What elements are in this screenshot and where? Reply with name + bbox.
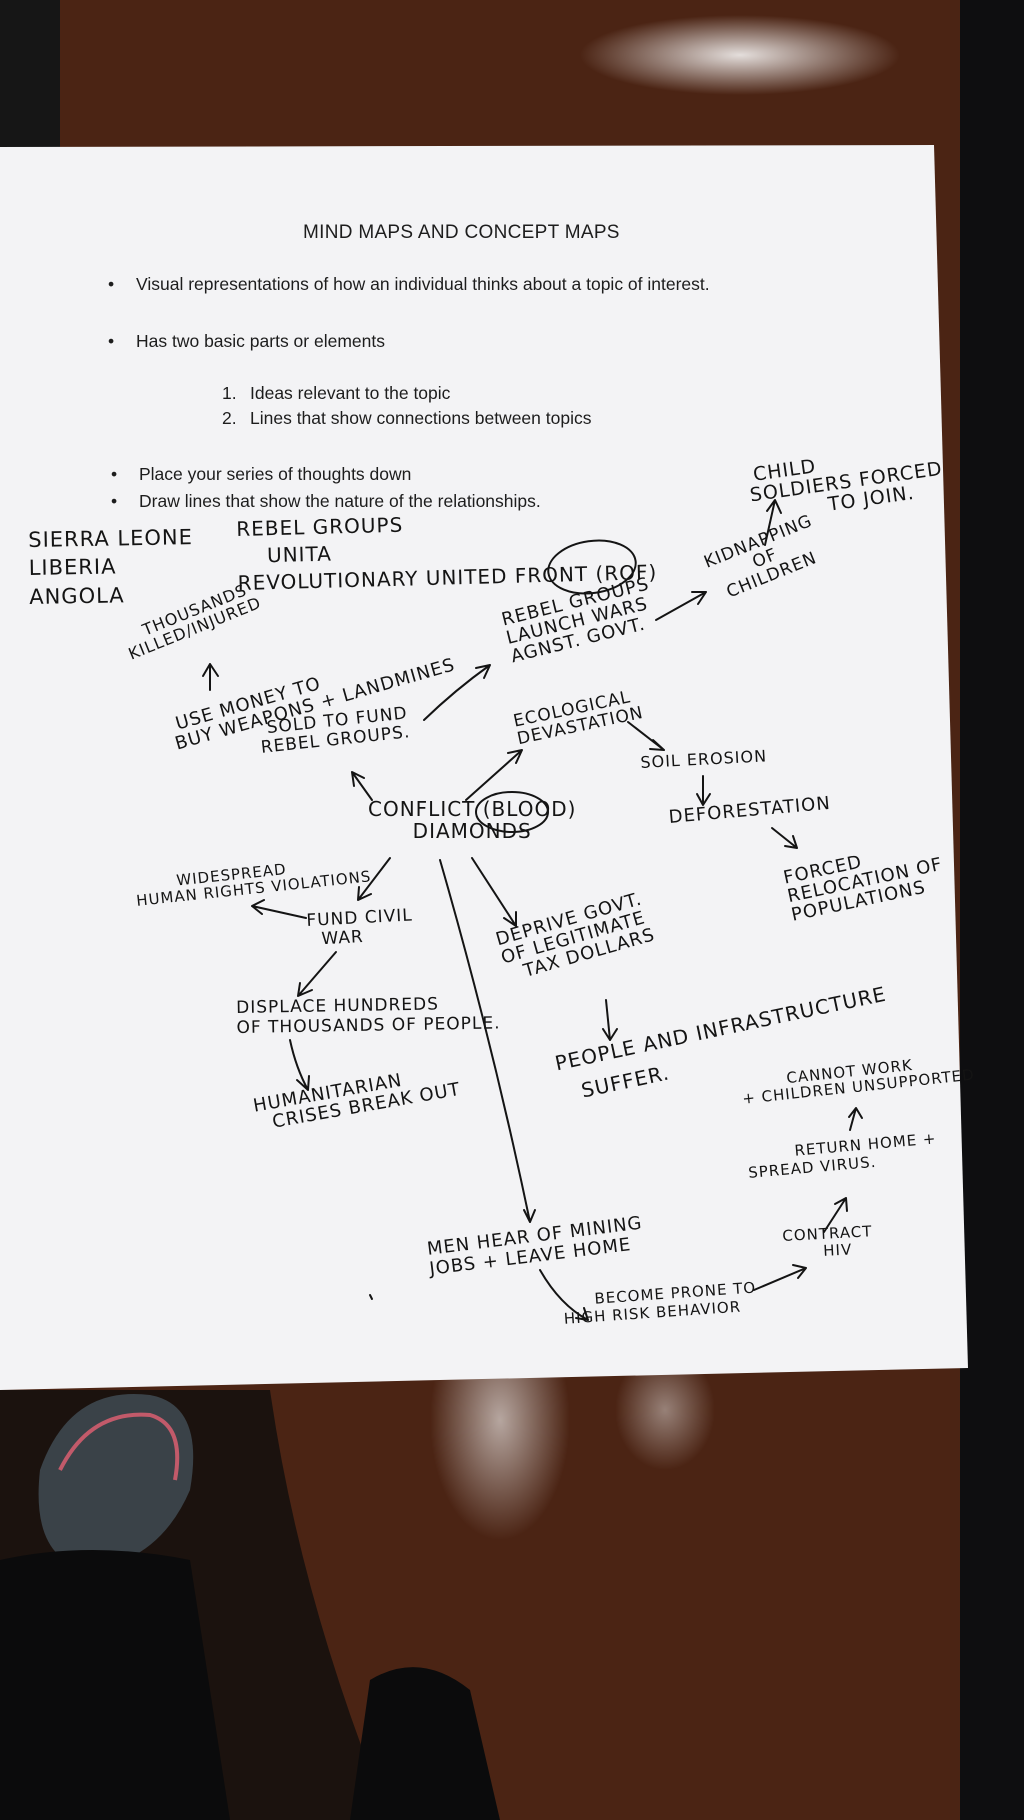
arrow-contract-to-return <box>823 1197 848 1233</box>
arrow-deprive-to-suffer <box>602 999 618 1041</box>
shoe-sole <box>58 1412 180 1481</box>
arrow-high-risk-to-contract <box>753 1264 807 1291</box>
numbered-1-text: Ideas relevant to the topic <box>250 383 451 403</box>
blood-circle <box>475 791 549 833</box>
arrow-center-to-civil-war <box>357 857 391 901</box>
arrow-weapons-to-killed <box>202 663 219 691</box>
arrow-center-to-ecological <box>465 749 523 801</box>
arrow-sold-to-rebel-wars <box>423 664 491 721</box>
country-sierra-leone: SIERRA LEONE <box>28 525 194 552</box>
glare-bottom-right <box>615 1350 715 1470</box>
pant-leg <box>0 1550 230 1820</box>
shoe <box>38 1393 194 1570</box>
ink-dot <box>369 1294 373 1300</box>
arrow-mining-to-high-risk <box>539 1269 589 1321</box>
note-countries: SIERRA LEONE LIBERIA ANGOLA <box>28 523 194 611</box>
arrow-civil-to-displace <box>297 951 337 997</box>
bullet-visual-representations: Visual representations of how an individ… <box>108 274 710 295</box>
note-displace: DISPLACE HUNDREDS OF THOUSANDS OF PEOPLE… <box>236 993 501 1038</box>
glare-top <box>580 15 900 95</box>
arrow-kidnapping-to-child <box>764 499 782 546</box>
center-line-1: CONFLICT (BLOOD) <box>368 797 577 821</box>
arrow-deforestation-to-relocation <box>771 827 798 849</box>
note-civil-war: FUND CIVIL WAR <box>306 905 414 949</box>
arrow-ecological-to-soil <box>627 721 665 751</box>
numbered-2-num: 2. <box>222 408 237 428</box>
arrow-return-to-cannot-work <box>848 1107 863 1131</box>
bullet-draw-lines: Draw lines that show the nature of the r… <box>111 491 541 512</box>
arrow-center-to-mining <box>439 859 536 1223</box>
note-center-conflict-diamonds: CONFLICT (BLOOD) DIAMONDS <box>368 798 576 842</box>
note-contract: CONTRACT HIV <box>782 1222 874 1261</box>
contract-line-2: HIV <box>822 1239 853 1260</box>
paper-sheet <box>0 145 968 1390</box>
arrow-center-to-deprive <box>471 857 517 927</box>
arrow-rebel-to-kidnapping <box>655 591 707 621</box>
bullet-two-parts: Has two basic parts or elements <box>108 331 385 352</box>
note-rebel-groups: REBEL GROUPS UNITA REVOLUTIONARY UNITED … <box>236 505 658 597</box>
pant-leg-2 <box>350 1667 500 1820</box>
arrow-center-to-sold <box>351 771 373 801</box>
center-line-2: DIAMONDS <box>412 819 532 843</box>
numbered-1-num: 1. <box>222 383 237 403</box>
arrow-civil-to-human-rights <box>251 899 307 919</box>
country-angola: ANGOLA <box>29 583 125 609</box>
arrow-soil-to-deforestation <box>696 775 711 806</box>
arrow-displace-to-humanitarian <box>289 1039 310 1091</box>
bullet-place-thoughts: Place your series of thoughts down <box>111 464 411 485</box>
handout-title: MIND MAPS AND CONCEPT MAPS <box>303 222 620 243</box>
country-liberia: LIBERIA <box>28 554 117 581</box>
numbered-2-text: Lines that show connections between topi… <box>250 408 592 428</box>
rof-circle <box>547 539 637 595</box>
